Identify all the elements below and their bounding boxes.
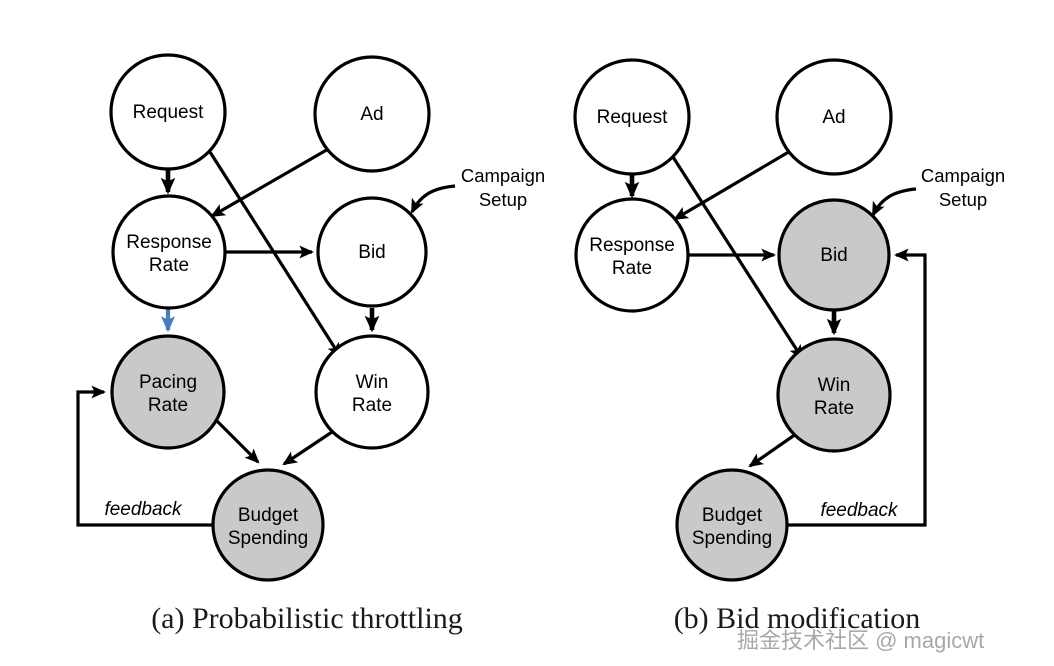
node-circle xyxy=(776,337,892,453)
panel-a-caption: (a) Probabilistic throttling xyxy=(151,602,463,635)
node-label-line1: Pacing xyxy=(139,372,197,393)
node-label-line1: Win xyxy=(356,372,389,393)
node-circle xyxy=(110,334,226,450)
node-budget-spending-a[interactable]: Budget Spending xyxy=(211,468,325,582)
node-response-rate-b[interactable]: Response Rate xyxy=(574,197,690,313)
node-circle xyxy=(111,194,227,310)
node-circle xyxy=(313,55,431,173)
panel-a: Request Ad Response Rate Bid Pacing Rate xyxy=(76,53,545,635)
node-label-line1: Win xyxy=(818,375,851,396)
node-circle xyxy=(211,468,325,582)
node-circle xyxy=(777,198,891,312)
node-label-line2: Rate xyxy=(149,255,189,276)
node-ad-b[interactable]: Ad xyxy=(775,58,893,176)
edge-campaign-setup-to-bid xyxy=(871,187,917,217)
campaign-setup-label-line1: Campaign xyxy=(921,165,1005,186)
edge-request-to-win-rate xyxy=(208,151,342,358)
node-request-a[interactable]: Request xyxy=(109,53,227,171)
campaign-setup-label-line2: Setup xyxy=(479,189,527,210)
node-bid-a[interactable]: Bid xyxy=(316,196,428,308)
node-label-line2: Spending xyxy=(228,528,308,549)
feedback-label-a: feedback xyxy=(104,499,183,520)
node-label: Bid xyxy=(820,245,847,266)
node-label-line2: Rate xyxy=(612,258,652,279)
node-win-rate-b[interactable]: Win Rate xyxy=(776,337,892,453)
panel-a-edges xyxy=(76,146,456,527)
node-label: Bid xyxy=(358,242,385,263)
edge-pacing-rate-to-budget-spending xyxy=(208,412,260,464)
campaign-setup-label-line1: Campaign xyxy=(461,165,545,186)
node-budget-spending-b[interactable]: Budget Spending xyxy=(675,468,789,582)
node-label-line2: Rate xyxy=(352,395,392,416)
node-circle xyxy=(573,58,691,176)
node-win-rate-a[interactable]: Win Rate xyxy=(314,334,430,450)
campaign-setup-label-line2: Setup xyxy=(939,189,987,210)
node-circle xyxy=(109,53,227,171)
node-label: Request xyxy=(133,102,204,123)
panel-b-edges xyxy=(624,148,927,527)
watermark: 掘金技术社区 @ magicwt xyxy=(737,628,984,653)
node-label-line2: Rate xyxy=(148,395,188,416)
node-circle xyxy=(775,58,893,176)
edge-win-rate-to-budget-spending xyxy=(282,430,333,466)
node-label-line1: Response xyxy=(589,235,675,256)
node-label-line1: Response xyxy=(126,232,212,253)
node-label: Request xyxy=(597,107,668,128)
node-label-line2: Spending xyxy=(692,528,772,549)
node-label: Ad xyxy=(822,107,845,128)
edge-ad-to-response-rate xyxy=(673,148,793,221)
panel-b: Request Ad Response Rate Bid Win Rate xyxy=(573,58,1005,635)
node-label-line2: Rate xyxy=(814,398,854,419)
node-bid-b[interactable]: Bid xyxy=(777,198,891,312)
node-circle xyxy=(574,197,690,313)
edge-campaign-setup-to-bid xyxy=(410,184,456,214)
node-label-line1: Budget xyxy=(238,505,299,526)
edge-feedback-budget-to-bid xyxy=(787,248,927,527)
node-circle xyxy=(314,334,430,450)
node-response-rate-a[interactable]: Response Rate xyxy=(111,194,227,310)
node-circle xyxy=(316,196,428,308)
node-label-line1: Budget xyxy=(702,505,763,526)
edge-ad-to-response-rate xyxy=(210,146,331,218)
edge-win-rate-to-budget-spending xyxy=(748,432,797,468)
edge-feedback-budget-to-pacing xyxy=(76,385,213,527)
node-circle xyxy=(675,468,789,582)
node-request-b[interactable]: Request xyxy=(573,58,691,176)
panel-b-caption: (b) Bid modification xyxy=(674,602,921,635)
node-label: Ad xyxy=(360,104,383,125)
node-ad-a[interactable]: Ad xyxy=(313,55,431,173)
feedback-label-b: feedback xyxy=(820,500,899,521)
edge-request-to-win-rate xyxy=(671,156,804,360)
node-pacing-rate-a[interactable]: Pacing Rate xyxy=(110,334,226,450)
